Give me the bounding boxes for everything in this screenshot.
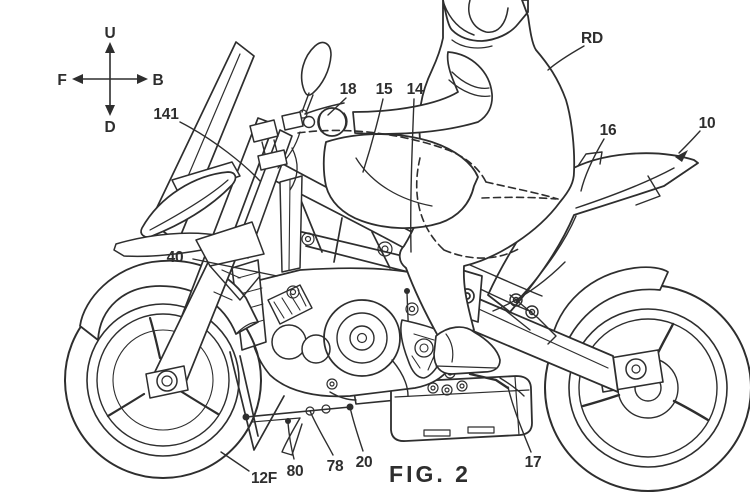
ref-label-78: 78 (327, 458, 344, 475)
ref-label-18: 18 (340, 81, 357, 98)
compass-front-label: F (57, 72, 66, 89)
rider-hand (317, 107, 348, 137)
reference-labels: 141 18 15 14 RD 16 10 40 12F 80 78 20 17 (153, 30, 715, 487)
compass-back-arrow-icon (137, 74, 148, 84)
ref-label-16: 16 (600, 122, 617, 139)
ref-label-40: 40 (167, 249, 184, 266)
compass-up-arrow-icon (105, 42, 115, 53)
ref-label-14: 14 (407, 81, 424, 98)
hidden-dashed-lines (297, 129, 559, 259)
engine (247, 232, 462, 401)
compass-back-label: B (153, 72, 164, 89)
helmet-lines (443, 0, 509, 36)
ref-label-rd: RD (581, 30, 603, 47)
compass-down-label: D (105, 119, 116, 136)
orientation-compass: U D F B (57, 25, 163, 136)
rider-boot (433, 326, 501, 375)
compass-down-arrow-icon (105, 105, 115, 116)
ref-label-12f: 12F (251, 470, 277, 487)
ref-label-20: 20 (356, 454, 373, 471)
ref-label-80: 80 (287, 463, 304, 480)
ref-10-arrowhead-icon (675, 150, 688, 162)
front-bodywork (113, 41, 303, 301)
rider-arm (352, 51, 493, 135)
compass-front-arrow-icon (72, 74, 83, 84)
front-wheel-spokes (106, 316, 220, 418)
compass-up-label: U (105, 25, 116, 42)
figure-caption: FIG. 2 (389, 461, 471, 487)
ref-label-10: 10 (699, 115, 716, 132)
leader-lines (179, 45, 701, 472)
ref-label-17: 17 (525, 454, 542, 471)
belly-cowl (229, 351, 285, 451)
handlebar-controls (249, 102, 345, 171)
rider (352, 0, 576, 345)
shift-linkage (242, 403, 354, 456)
ref-label-15: 15 (376, 81, 393, 98)
fuel-tank (322, 133, 479, 229)
ref-label-141: 141 (153, 106, 179, 123)
